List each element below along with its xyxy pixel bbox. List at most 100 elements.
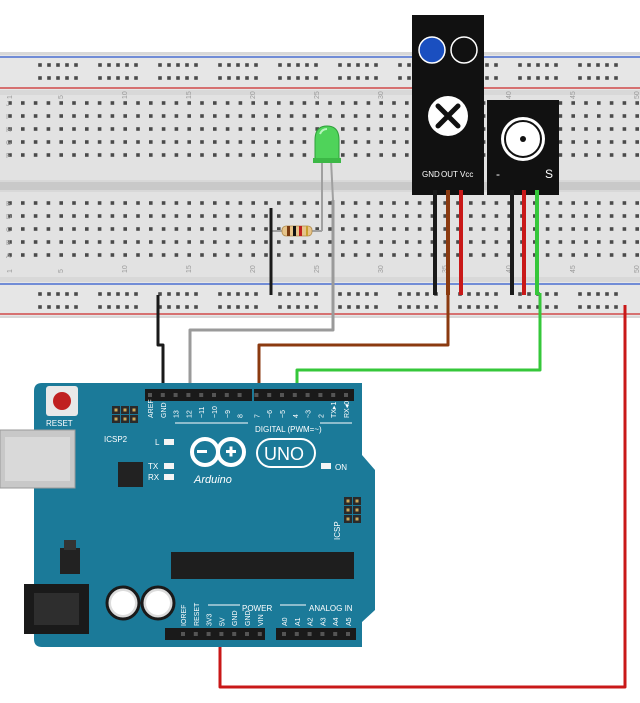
rail-hole xyxy=(587,63,591,67)
breadboard-hole xyxy=(123,127,127,131)
breadboard-hole xyxy=(558,214,563,218)
rail-hole xyxy=(467,292,471,296)
breadboard-hole xyxy=(558,114,563,118)
ir-vcc-leg xyxy=(459,190,463,295)
rail-hole xyxy=(356,292,360,296)
breadboard-hole xyxy=(264,101,268,105)
breadboard-hole xyxy=(174,127,179,131)
breadboard-hole xyxy=(609,114,614,118)
rail-hole xyxy=(65,305,69,309)
rail-hole xyxy=(38,63,42,67)
power-header-pin xyxy=(232,632,237,636)
breadboard-hole xyxy=(289,253,294,257)
breadboard-hole xyxy=(456,253,460,257)
breadboard-hole xyxy=(533,214,537,218)
rail-hole xyxy=(416,292,420,296)
analog-header-pin xyxy=(346,632,350,636)
breadboard-hole xyxy=(123,140,127,144)
breadboard-hole xyxy=(238,140,243,144)
breadboard-hole xyxy=(97,114,102,118)
breadboard-hole xyxy=(289,214,294,218)
buzzer-minus-label: - xyxy=(496,167,500,181)
rail-hole xyxy=(338,63,342,67)
breadboard-hole xyxy=(584,253,588,257)
breadboard-hole xyxy=(85,101,89,105)
breadboard-hole xyxy=(366,101,371,105)
breadboard-hole xyxy=(545,227,550,231)
digital-pin-label: 2 xyxy=(318,414,325,418)
breadboard-hole xyxy=(302,214,307,218)
digital-header-pin xyxy=(212,393,216,397)
breadboard-hole xyxy=(597,240,601,244)
rail-hole xyxy=(578,76,582,80)
breadboard-hole xyxy=(584,153,588,157)
rail-hole xyxy=(356,76,360,80)
digital-header-pin xyxy=(186,393,191,397)
analog-header-block xyxy=(276,628,356,640)
rail-hole xyxy=(107,63,111,67)
breadboard-hole xyxy=(136,240,140,244)
rail-hole xyxy=(287,76,291,80)
breadboard-hole xyxy=(238,114,243,118)
breadboard-hole xyxy=(366,214,371,218)
column-number: 50 xyxy=(634,265,640,273)
breadboard-hole xyxy=(405,201,409,205)
breadboard-hole xyxy=(328,253,332,257)
digital-header-pin xyxy=(267,393,272,397)
breadboard-hole xyxy=(430,253,435,257)
breadboard-hole xyxy=(277,253,281,257)
breadboard-hole xyxy=(635,127,639,131)
breadboard-hole xyxy=(635,114,639,118)
breadboard-hole xyxy=(571,153,575,157)
breadboard-hole xyxy=(110,214,115,218)
breadboard-hole xyxy=(187,227,191,231)
breadboard-hole xyxy=(494,253,499,257)
ir-pin-label: Vcc xyxy=(460,170,473,179)
breadboard-hole xyxy=(289,153,294,157)
rail-hole xyxy=(485,63,489,67)
breadboard-hole xyxy=(622,127,627,131)
breadboard-hole xyxy=(251,153,255,157)
breadboard-hole xyxy=(353,153,358,157)
breadboard-hole xyxy=(8,214,12,218)
rail-hole xyxy=(107,305,111,309)
breadboard-hole xyxy=(558,101,563,105)
logo-loop-right xyxy=(216,437,246,467)
breadboard-hole xyxy=(558,253,563,257)
digital-pin-label: 8 xyxy=(238,414,245,418)
breadboard-hole xyxy=(405,127,409,131)
rail-hole xyxy=(605,76,609,80)
breadboard-hole xyxy=(456,214,460,218)
gnd-wire xyxy=(156,295,165,393)
breadboard-hole xyxy=(379,140,383,144)
digital-pin-label: 7 xyxy=(254,414,261,418)
row-letter: A xyxy=(6,253,11,260)
breadboard-hole xyxy=(251,240,255,244)
digital-pin-label: TX▸1 xyxy=(331,402,338,418)
analog-pin-label: A3 xyxy=(320,617,327,626)
breadboard-hole xyxy=(123,153,127,157)
icsp-pin-contact xyxy=(355,517,359,521)
breadboard-hole xyxy=(366,201,371,205)
breadboard-hole xyxy=(264,114,268,118)
rail-hole xyxy=(605,292,609,296)
rail-hole xyxy=(518,292,522,296)
rail-hole xyxy=(578,292,582,296)
breadboard-hole xyxy=(85,227,89,231)
breadboard-hole xyxy=(136,201,140,205)
breadboard-hole xyxy=(200,201,204,205)
breadboard-hole xyxy=(289,140,294,144)
column-number: 15 xyxy=(186,91,193,99)
arduino-uno: RESET ICSP2 L TX RX ON Arduino xyxy=(0,383,375,647)
icsp2-pin-contact xyxy=(132,417,136,421)
rail-hole xyxy=(314,63,318,67)
bottom-power-rail xyxy=(0,282,640,316)
breadboard-hole xyxy=(8,153,12,157)
breadboard-hole xyxy=(174,140,179,144)
row-letter: I xyxy=(6,114,8,121)
logo-minus-icon xyxy=(197,450,207,453)
breadboard-hole xyxy=(97,214,102,218)
column-number: 45 xyxy=(570,265,577,273)
breadboard-hole xyxy=(264,214,268,218)
rail-hole xyxy=(194,305,198,309)
